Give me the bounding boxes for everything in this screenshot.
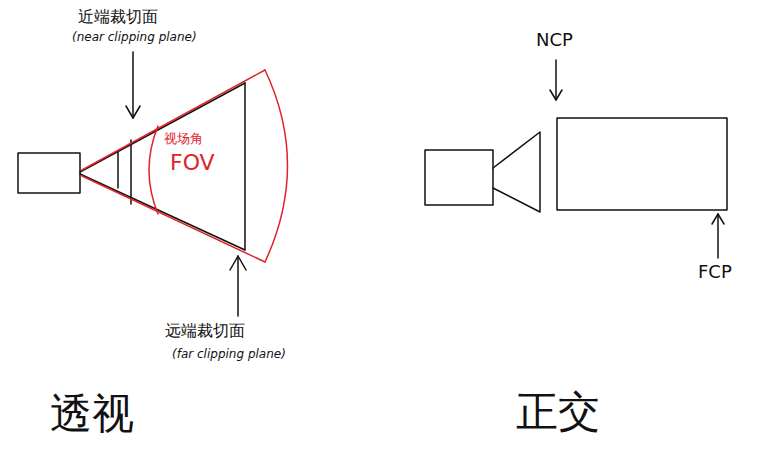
camera-body [18,153,80,193]
far-plane [244,83,246,250]
leader-arrow [555,60,557,100]
arrow-head [126,106,140,118]
leader-arrow [237,256,239,316]
leader-arrow [132,52,134,118]
plane-label: 近端裁切面 [78,8,158,26]
section-title: 透视 [50,390,134,438]
plane-label: FCP [698,262,732,283]
frustum-edge [80,83,245,172]
view-volume [557,118,727,210]
arrow-head [550,90,562,100]
plane-label: 远端裁切面 [165,322,245,340]
near-plane [130,140,132,204]
fov-outline [82,70,288,262]
frustum-edge [80,174,245,250]
camera-lens [493,132,540,212]
arrow-head [712,214,724,224]
plane-label: (near clipping plane) [72,31,197,45]
angle-label: FOV [170,150,215,175]
plane-label: (far clipping plane) [172,348,286,362]
section-title: 正交 [516,388,600,436]
plane-label: NCP [536,30,573,51]
leader-arrow [717,214,719,258]
camera-body [425,150,493,205]
arrow-head [230,256,246,270]
angle-label: 视场角 [164,132,203,147]
near-plane [117,152,119,188]
